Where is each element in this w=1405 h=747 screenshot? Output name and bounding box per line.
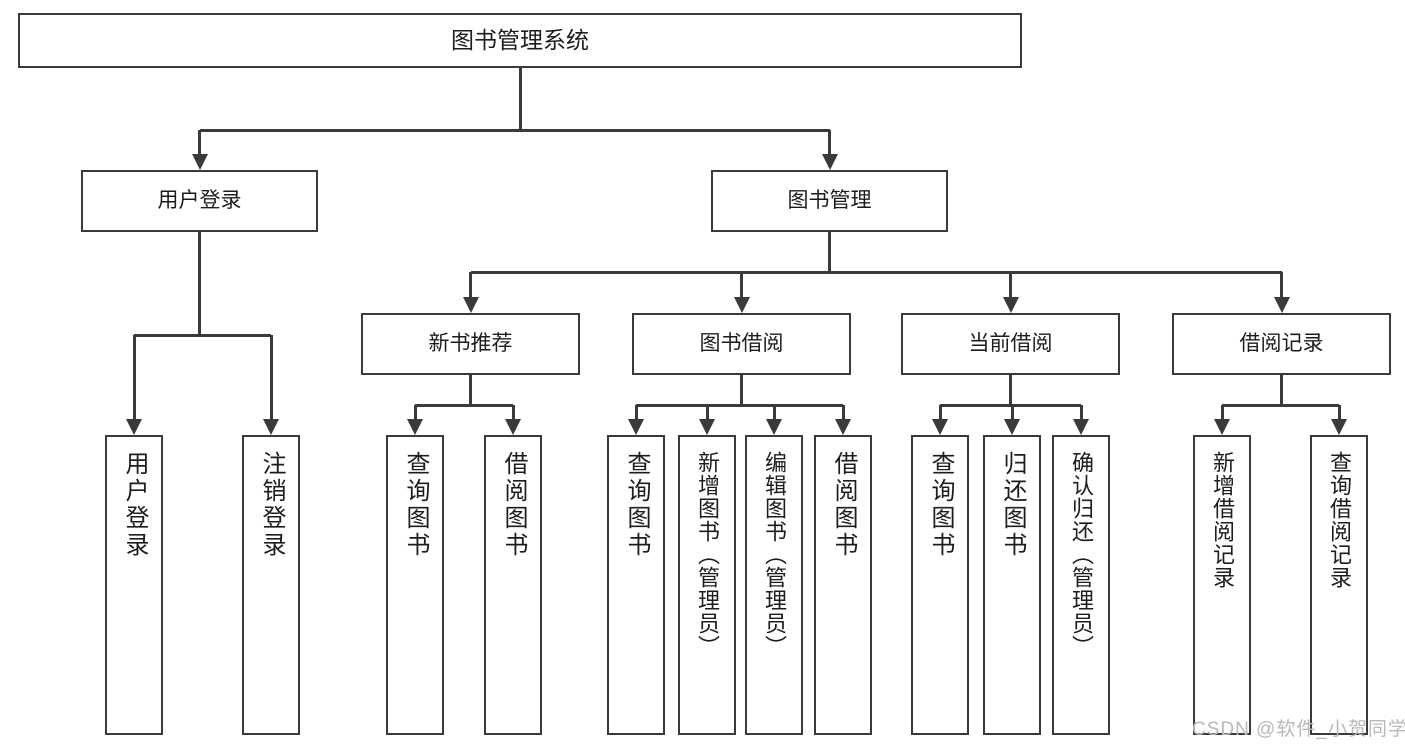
node-leaf-add-record[interactable]: 新增借阅记录 <box>1193 435 1251 735</box>
connector-to-leaf-user-logout <box>269 335 273 419</box>
node-leaf-confirm-return-label: 确认归还（管理员） <box>1069 451 1094 658</box>
connector-root-bus <box>199 128 830 132</box>
arrowhead-icon-leaf-query-book-2 <box>628 419 644 435</box>
arrowhead-icon-new-book-recommend <box>462 297 479 313</box>
connector-to-leaf-user-login <box>132 335 136 419</box>
node-leaf-return-book[interactable]: 归还图书 <box>983 435 1041 735</box>
arrowhead-icon-user-login <box>191 154 208 170</box>
node-leaf-edit-book-label: 编辑图书（管理员） <box>762 451 787 658</box>
node-book-manage-label: 图书管理 <box>787 188 872 212</box>
connector-to-leaf-query-book-1 <box>413 405 417 419</box>
arrowhead-icon-current-borrow <box>1002 297 1019 313</box>
connector-to-user-login <box>198 130 201 154</box>
node-leaf-query-book-2[interactable]: 查询图书 <box>607 435 665 735</box>
node-book-borrow-label: 图书借阅 <box>699 331 784 355</box>
node-root-label: 图书管理系统 <box>451 27 589 54</box>
arrowhead-icon-leaf-edit-book <box>766 419 782 435</box>
node-leaf-query-book-1[interactable]: 查询图书 <box>386 435 444 735</box>
arrowhead-icon-leaf-query-record <box>1331 419 1347 435</box>
node-leaf-borrow-book-2-label: 借阅图书 <box>830 451 857 559</box>
connector-to-leaf-confirm-return <box>1079 405 1083 419</box>
connector-user-login-stem <box>198 232 201 335</box>
connector-to-leaf-borrow-book-2 <box>841 405 845 419</box>
node-leaf-edit-book[interactable]: 编辑图书（管理员） <box>745 435 803 735</box>
arrowhead-icon-leaf-confirm-return <box>1073 419 1089 435</box>
arrowhead-icon-book-manage <box>821 154 838 170</box>
connector-book-borrow-stem <box>740 375 743 405</box>
node-leaf-add-book[interactable]: 新增图书（管理员） <box>678 435 736 735</box>
connector-level3-bus <box>470 270 1282 274</box>
connector-to-leaf-add-record <box>1220 405 1224 419</box>
node-leaf-user-logout-label: 注销登录 <box>258 451 285 559</box>
arrowhead-icon-leaf-add-record <box>1214 419 1230 435</box>
node-leaf-borrow-book-1[interactable]: 借阅图书 <box>484 435 542 735</box>
arrowhead-icon-leaf-return-book <box>1004 419 1020 435</box>
node-leaf-confirm-return[interactable]: 确认归还（管理员） <box>1052 435 1110 735</box>
node-leaf-add-record-label: 新增借阅记录 <box>1210 451 1235 589</box>
connector-to-leaf-add-book <box>705 405 709 419</box>
connector-to-leaf-return-book <box>1010 405 1014 419</box>
node-leaf-return-book-label: 归还图书 <box>999 451 1026 559</box>
arrowhead-icon-leaf-add-book <box>699 419 715 435</box>
connector-root-stem <box>518 68 522 130</box>
node-leaf-user-logout[interactable]: 注销登录 <box>242 435 300 735</box>
arrowhead-icon-leaf-query-book-3 <box>932 419 948 435</box>
node-leaf-query-book-3[interactable]: 查询图书 <box>911 435 969 735</box>
node-leaf-borrow-book-2[interactable]: 借阅图书 <box>814 435 872 735</box>
connector-to-book-manage <box>828 130 831 154</box>
connector-borrow-record-bus <box>1222 403 1339 407</box>
node-current-borrow-label: 当前借阅 <box>968 331 1053 355</box>
node-new-book-recommend-label: 新书推荐 <box>428 331 513 355</box>
node-leaf-query-record-label: 查询借阅记录 <box>1327 451 1352 589</box>
node-leaf-query-book-2-label: 查询图书 <box>623 451 650 559</box>
connector-to-current-borrow <box>1009 272 1012 297</box>
connector-book-borrow-bus <box>636 403 843 407</box>
node-leaf-add-book-label: 新增图书（管理员） <box>695 451 720 658</box>
arrowhead-icon-leaf-user-login <box>126 419 142 435</box>
arrowhead-icon-leaf-borrow-book-2 <box>835 419 851 435</box>
arrowhead-icon-leaf-user-logout <box>263 419 279 435</box>
node-leaf-query-book-3-label: 查询图书 <box>927 451 954 559</box>
node-user-login[interactable]: 用户登录 <box>81 170 318 232</box>
connector-book-manage-stem <box>828 232 831 272</box>
connector-to-leaf-query-book-3 <box>938 405 942 419</box>
node-leaf-user-login-label: 用户登录 <box>121 451 148 559</box>
connector-to-borrow-record <box>1280 272 1283 297</box>
node-root[interactable]: 图书管理系统 <box>18 13 1022 68</box>
connector-to-leaf-edit-book <box>772 405 776 419</box>
arrowhead-icon-borrow-record <box>1273 297 1290 313</box>
connector-current-borrow-stem <box>1009 375 1012 405</box>
connector-to-new-book-recommend <box>469 272 472 297</box>
node-leaf-borrow-book-1-label: 借阅图书 <box>500 451 527 559</box>
node-borrow-record-label: 借阅记录 <box>1239 331 1324 355</box>
node-borrow-record[interactable]: 借阅记录 <box>1172 313 1391 375</box>
connector-user-login-bus <box>134 333 271 337</box>
node-book-borrow[interactable]: 图书借阅 <box>632 313 851 375</box>
node-leaf-user-login[interactable]: 用户登录 <box>105 435 163 735</box>
node-leaf-query-book-1-label: 查询图书 <box>402 451 429 559</box>
node-book-manage[interactable]: 图书管理 <box>711 170 948 232</box>
arrowhead-icon-leaf-query-book-1 <box>407 419 423 435</box>
node-current-borrow[interactable]: 当前借阅 <box>901 313 1120 375</box>
connector-new-book-recommend-stem <box>469 375 472 405</box>
connector-to-leaf-query-book-2 <box>634 405 638 419</box>
node-new-book-recommend[interactable]: 新书推荐 <box>361 313 580 375</box>
node-leaf-query-record[interactable]: 查询借阅记录 <box>1310 435 1368 735</box>
connector-to-leaf-query-record <box>1337 405 1341 419</box>
connector-to-book-borrow <box>740 272 743 297</box>
arrowhead-icon-book-borrow <box>733 297 750 313</box>
connector-borrow-record-stem <box>1280 375 1283 405</box>
connector-new-book-recommend-bus <box>415 403 513 407</box>
node-user-login-label: 用户登录 <box>157 188 242 212</box>
arrowhead-icon-leaf-borrow-book-1 <box>505 419 521 435</box>
connector-to-leaf-borrow-book-1 <box>511 405 515 419</box>
